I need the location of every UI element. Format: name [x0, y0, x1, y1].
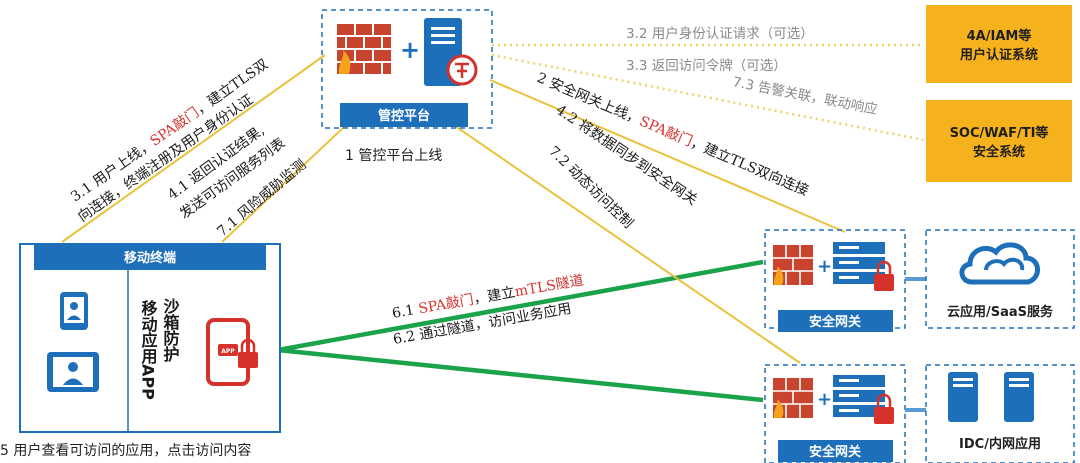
- firewall-icon: [773, 245, 813, 285]
- sandbox-label-line2: 移动应用APP: [139, 299, 158, 400]
- control-platform-label-bg: [340, 103, 468, 127]
- idc-server-icon: [948, 372, 1034, 422]
- plus-icon: +: [817, 256, 832, 277]
- step-7-3-text: 7.3 告警关联，联动响应: [731, 73, 879, 118]
- server-rack-icon: [833, 242, 894, 291]
- server-icon: [424, 18, 478, 86]
- iam-system-box[interactable]: 4A/IAM等 用户认证系统: [926, 5, 1072, 83]
- control-platform-caption: 1 管控平台上线: [345, 148, 442, 164]
- cloud-icon: [959, 242, 1040, 285]
- step-3-2-text: 3.2 用户身份认证请求（可选）: [626, 25, 814, 42]
- firewall-icon: [337, 24, 391, 74]
- line-terminal-to-control-2: [221, 125, 346, 243]
- dotted-line-soc: [491, 53, 925, 142]
- app-lock-icon: APP: [206, 318, 258, 386]
- gateway1-label: 安全网关: [809, 314, 861, 330]
- idc-box[interactable]: IDC/内网应用: [925, 364, 1075, 463]
- app-badge: APP: [221, 348, 235, 355]
- idc-label: IDC/内网应用: [959, 436, 1041, 452]
- step-7-1-text: 7.1 风险威胁监测: [214, 157, 309, 240]
- plus-icon: +: [400, 36, 420, 64]
- control-platform[interactable]: + 管控平台: [321, 9, 493, 129]
- iam-system-line2: 用户认证系统: [959, 47, 1038, 63]
- cloud-service-label: 云应用/SaaS服务: [947, 304, 1054, 320]
- plus-icon: +: [817, 389, 832, 410]
- step-3-3-text: 3.3 返回访问令牌（可选）: [626, 57, 787, 74]
- security-gateway-1[interactable]: + 安全网关: [764, 229, 906, 332]
- soc-system-line1: SOC/WAF/TI等: [950, 125, 1049, 141]
- line-terminal-to-control: [61, 54, 326, 243]
- mobile-terminal[interactable]: 移动终端 沙箱防护 移动应用APP APP: [19, 243, 281, 433]
- gateway2-label-bg: [778, 440, 893, 462]
- tablet-icon: [47, 352, 99, 392]
- soc-system-line2: 安全系统: [973, 144, 1025, 160]
- tunnel-line-cloud: [277, 259, 764, 353]
- iam-system-line1: 4A/IAM等: [967, 28, 1032, 44]
- sandbox-label-line1: 沙箱防护: [161, 298, 180, 363]
- mobile-terminal-title-bg: [34, 244, 266, 270]
- step-3-1-text: 3.1 用户上线，SPA敲门，建立TLS双: [68, 56, 272, 206]
- line-control-to-gateway2: [454, 125, 801, 364]
- gateway1-label-bg: [778, 310, 893, 332]
- line-control-to-gateway1: [489, 79, 846, 233]
- soc-system-box[interactable]: SOC/WAF/TI等 安全系统: [926, 100, 1072, 182]
- mobile-terminal-title: 移动终端: [124, 250, 176, 266]
- phone-icon: [60, 292, 88, 330]
- firewall-icon: [773, 378, 813, 418]
- control-platform-label: 管控平台: [378, 108, 430, 124]
- step-5-text: 5 用户查看可访问的应用，点击访问内容: [0, 442, 251, 459]
- gateway2-label: 安全网关: [809, 444, 861, 460]
- security-gateway-2[interactable]: + 安全网关: [764, 364, 906, 463]
- server-rack-icon: [833, 375, 894, 424]
- cloud-service-box[interactable]: 云应用/SaaS服务: [925, 229, 1075, 329]
- tunnel-line-idc: [277, 347, 764, 403]
